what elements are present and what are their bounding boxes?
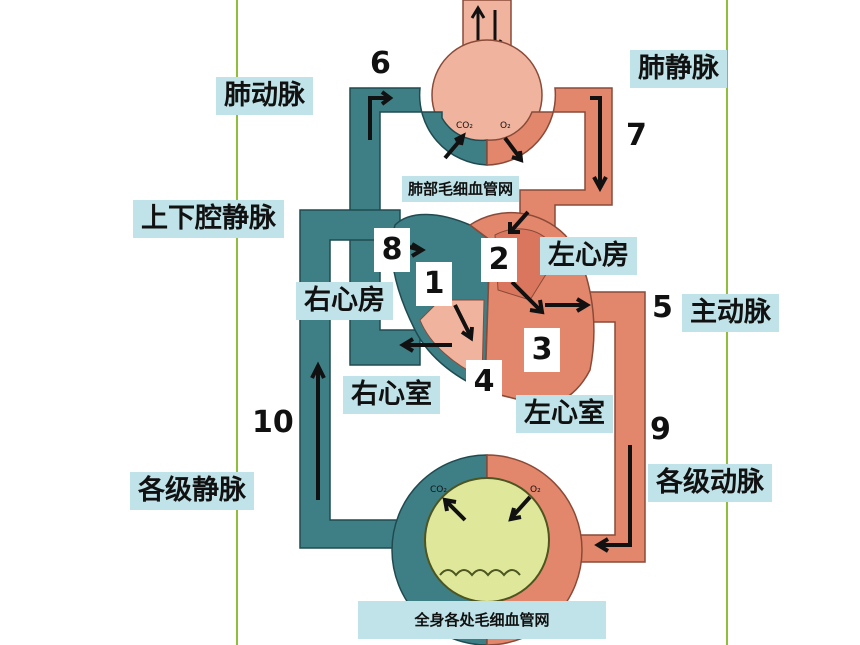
arrow-right-ventricle-out-icon xyxy=(399,337,452,353)
number-3: 3 xyxy=(524,328,560,372)
label-systemic-arteries: 各级动脉 xyxy=(648,464,772,502)
lung-co2-label: CO₂ xyxy=(456,121,473,131)
arrow-pulmonary-artery-icon xyxy=(368,90,394,140)
number-10: 10 xyxy=(252,405,294,440)
arrow-right-atrium-to-ventricle-icon xyxy=(453,304,474,342)
arrow-body-co2-icon xyxy=(442,497,467,522)
number-6: 6 xyxy=(370,46,391,81)
label-left-ventricle: 左心室 xyxy=(516,395,613,433)
number-2: 2 xyxy=(481,238,517,282)
arrow-to-left-atrium-icon xyxy=(508,210,530,234)
arrow-left-atrium-to-ventricle-icon xyxy=(510,280,545,315)
flow-arrows xyxy=(310,90,632,553)
number-8: 8 xyxy=(374,228,410,272)
label-left-atrium: 左心房 xyxy=(540,237,637,275)
label-vena-cava: 上下腔静脉 xyxy=(133,200,284,238)
label-pulmonary-vein: 肺静脉 xyxy=(630,50,727,88)
number-1: 1 xyxy=(416,262,452,306)
arrow-to-aorta-icon xyxy=(545,297,591,313)
arrow-lung-co2-icon xyxy=(443,132,466,160)
tissue-cell xyxy=(424,477,550,603)
arrow-systemic-arteries-icon xyxy=(594,445,632,553)
arrow-body-o2-icon xyxy=(508,495,532,522)
body-o2-label: O₂ xyxy=(530,485,541,495)
body-co2-label: CO₂ xyxy=(430,485,447,495)
label-systemic-veins: 各级静脉 xyxy=(130,472,254,510)
number-4: 4 xyxy=(466,360,502,404)
right-ventricle-chamber xyxy=(419,299,485,379)
label-right-atrium: 右心房 xyxy=(296,282,393,320)
label-body-capillaries: 全身各处毛细血管网 xyxy=(358,601,606,639)
arrow-lung-o2-icon xyxy=(503,136,524,163)
arrow-pulmonary-vein-icon xyxy=(590,96,608,193)
tissue-cell-pattern xyxy=(439,569,521,577)
arrow-systemic-veins-icon xyxy=(310,361,326,500)
lung-o2-label: O₂ xyxy=(500,121,511,131)
label-aorta: 主动脉 xyxy=(682,294,779,332)
label-lung-capillaries: 肺部毛细血管网 xyxy=(402,176,520,202)
pulmonary-vein-vessel xyxy=(486,87,613,236)
number-9: 9 xyxy=(650,412,671,447)
label-right-ventricle: 右心室 xyxy=(343,376,440,414)
label-pulmonary-artery: 肺动脉 xyxy=(216,77,313,115)
number-5: 5 xyxy=(652,290,673,325)
number-7: 7 xyxy=(626,118,647,153)
